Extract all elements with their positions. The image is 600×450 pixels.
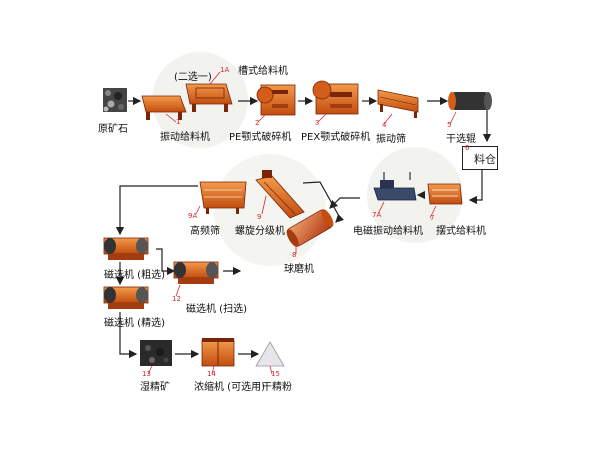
bin-number: 6 [465,144,470,152]
vibrating-screen-label: 振动筛 [376,134,406,145]
trough-feeder-label: 槽式给料机 [238,66,288,77]
dry-powder-image [255,341,285,367]
pex-jaw-crusher-image [312,80,359,115]
raw-ore-image [103,88,127,112]
ball-mill-label: 球磨机 [284,264,314,275]
number-14: 14 [207,370,216,378]
ball-mill-image [286,209,334,247]
mag-sep-rough-image [103,237,149,260]
number-12: 12 [172,295,181,303]
vibrating-screen-image [377,89,419,118]
number-leaders [147,71,457,375]
number-15: 15 [271,370,280,378]
number-7a: 7A [372,211,382,219]
trough-feeder-image [185,83,233,112]
bin-label: 料仓 [474,153,496,166]
bin-box: 6 料仓 [462,144,498,170]
dry-separator-image [448,92,492,110]
high-freq-screen-label: 高频筛 [190,226,220,237]
spiral-classifier-label: 螺旋分级机 [235,226,285,237]
thickener-image [201,338,235,367]
pe-jaw-crusher-label: PE颚式破碎机 [229,132,292,143]
number-13: 13 [142,370,151,378]
number-8: 8 [292,251,297,259]
number-1: 1 [176,118,181,126]
vibrating-feeder-image [141,95,187,120]
wet-concentrate-image [140,340,172,366]
number-3: 3 [315,119,320,127]
spiral-classifier-image [255,170,305,219]
wet-concentrate-label: 湿精矿 [140,382,170,393]
dry-separator-label: 干选辊 [446,134,476,145]
mag-sep-scav-image [173,261,219,284]
number-2: 2 [255,119,260,127]
pe-jaw-crusher-image [256,84,296,116]
number-1a: 1A [220,66,230,74]
em-vibrating-feeder-label: 电磁振动给料机 [353,226,423,237]
number-5: 5 [447,121,452,129]
high-freq-screen-image [199,181,247,214]
number-9: 9 [257,213,262,221]
mag-sep-fine-image [103,286,149,309]
pex-jaw-crusher-label: PEX颚式破碎机 [301,132,371,143]
dry-powder-label: 干精粉 [262,382,292,393]
thickener-label: 浓缩机 (可选用) [194,382,265,393]
number-9a: 9A [188,212,198,220]
number-7: 7 [430,214,435,222]
number-4: 4 [382,121,387,129]
mag-sep-scav-label: 磁选机 (扫选) [186,304,247,315]
mag-sep-rough-label: 磁选机 (粗选) [104,270,165,281]
choose-one-label: (二选一) [174,72,212,83]
raw-ore-label: 原矿石 [98,124,128,135]
swing-feeder-image [427,183,463,205]
swing-feeder-label: 摆式给料机 [436,226,486,237]
vibrating-feeder-label: 振动给料机 [160,132,210,143]
mag-sep-fine-label: 磁选机 (精选) [104,318,165,329]
em-vibrating-feeder-image [373,172,417,201]
